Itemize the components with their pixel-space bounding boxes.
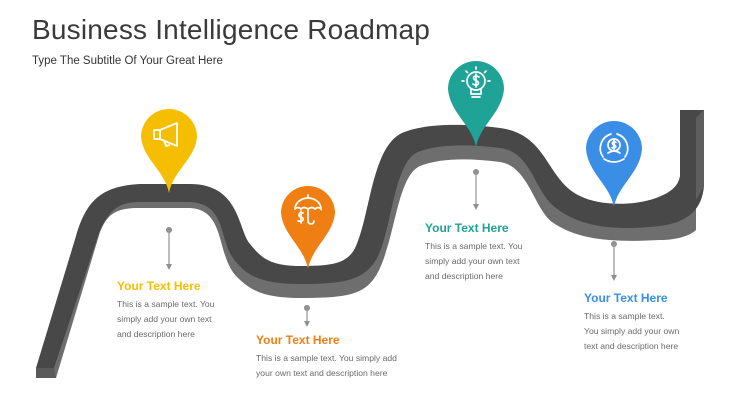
milestone-heading-4: Your Text Here: [584, 291, 668, 305]
milestone-description-2: This is a sample text. You simply add yo…: [256, 353, 397, 378]
milestone-pin-2[interactable]: [279, 183, 337, 269]
milestone-text-1: Your Text Here This is a sample text. Yo…: [117, 279, 257, 342]
dollar-target-icon: [599, 133, 629, 163]
milestone-text-4: Your Text Here This is a sample text. Yo…: [584, 291, 724, 354]
milestone-pin-3[interactable]: [446, 57, 506, 147]
connector-3: [473, 169, 479, 210]
milestone-text-3: Your Text Here This is a sample text. Yo…: [425, 221, 565, 284]
milestone-description-1: This is a sample text. You simply add yo…: [117, 299, 215, 339]
road-end-side: [696, 110, 704, 200]
connector-2: [304, 305, 310, 327]
milestone-description-4: This is a sample text. You simply add yo…: [584, 311, 680, 351]
milestone-pin-4[interactable]: [584, 119, 644, 207]
page-subtitle: Type The Subtitle Of Your Great Here: [32, 55, 223, 67]
page-title: Business Intelligence Roadmap: [32, 14, 431, 45]
megaphone-icon: [153, 122, 178, 147]
milestone-heading-3: Your Text Here: [425, 221, 509, 235]
road-top: [36, 110, 704, 368]
connector-4: [611, 241, 617, 281]
umbrella-dollar-icon: [294, 194, 322, 225]
milestone-heading-2: Your Text Here: [256, 333, 340, 347]
connector-1: [166, 227, 172, 270]
milestone-text-2: Your Text Here This is a sample text. Yo…: [256, 333, 431, 381]
milestone-pin-1[interactable]: [139, 105, 199, 193]
road-start-face: [36, 368, 56, 378]
milestone-heading-1: Your Text Here: [117, 279, 201, 293]
milestone-description-3: This is a sample text. You simply add yo…: [425, 241, 523, 281]
lightbulb-dollar-icon: [461, 66, 491, 98]
